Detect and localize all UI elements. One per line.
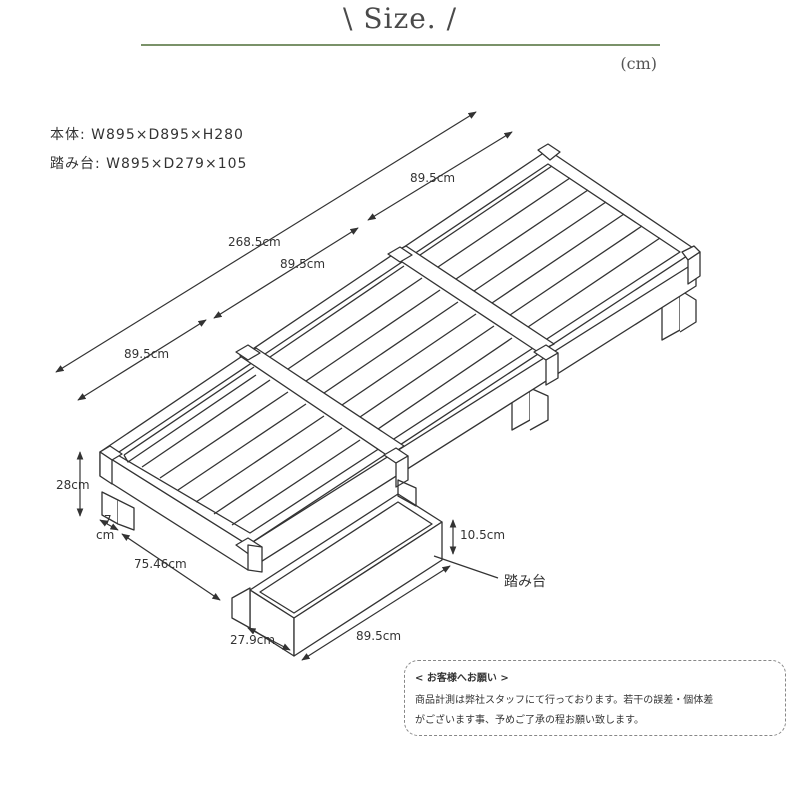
- unit-label: (cm): [620, 54, 657, 73]
- label-segment-middle: 89.5cm: [280, 257, 325, 271]
- dim-leg-width-line: [99, 519, 119, 531]
- label-segment-bottom: 89.5cm: [124, 347, 169, 361]
- dim-segment-bottom-line: [77, 319, 207, 401]
- dim-leg-spacing-line: [121, 533, 221, 601]
- page-title: \ Size. /: [342, 2, 458, 35]
- label-step-depth: 27.9cm: [230, 633, 275, 647]
- label-height: 28cm: [56, 478, 90, 492]
- dim-step-depth-line: [247, 627, 291, 651]
- label-leg-width-unit: cm: [96, 528, 114, 542]
- label-total-length: 268.5cm: [228, 235, 281, 249]
- notice-line-1: 商品計測は弊社スタッフにて行っております。若干の誤差・個体差: [415, 695, 714, 706]
- customer-notice-box: < お客様へお願い > 商品計測は弊社スタッフにて行っております。若干の誤差・個…: [404, 660, 786, 736]
- notice-line-2: がございます事、予めご了承の程お願い致します。: [415, 715, 644, 726]
- label-segment-top: 89.5cm: [410, 171, 455, 185]
- notice-body: 商品計測は弊社スタッフにて行っております。若干の誤差・個体差 がございます事、予…: [415, 691, 775, 731]
- dim-segment-middle-line: [213, 227, 359, 319]
- label-step-height: 10.5cm: [460, 528, 505, 542]
- step-callout-leader: [433, 555, 499, 579]
- label-leg-spacing: 75.46cm: [134, 557, 187, 571]
- label-step-width: 89.5cm: [356, 629, 401, 643]
- notice-title: < お客様へお願い >: [415, 673, 509, 684]
- dim-segment-top-line: [367, 131, 513, 221]
- label-step-callout: 踏み台: [504, 574, 546, 590]
- label-leg-width-num: 7: [104, 513, 112, 527]
- dim-step-width-line: [301, 565, 451, 661]
- title-divider: [141, 44, 660, 46]
